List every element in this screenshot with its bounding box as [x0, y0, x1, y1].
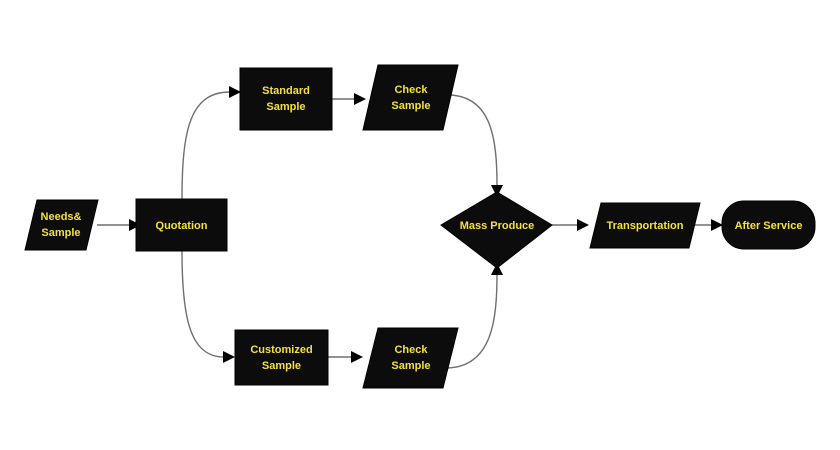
arrowhead-icon: [229, 86, 241, 98]
node-layer: Needs& Sample Quotation Standard Sample …: [24, 64, 816, 389]
edge-line: [181, 250, 225, 358]
edge-transportation-to-after-service: [692, 219, 723, 231]
arrowhead-icon: [223, 351, 235, 363]
node-check-sample-top[interactable]: Check Sample: [362, 64, 459, 131]
node-after-service[interactable]: After Service: [721, 200, 816, 250]
edge-needs-to-quotation: [97, 219, 141, 231]
arrowhead-icon: [491, 185, 503, 197]
edge-quotation-to-customized: [181, 250, 235, 363]
node-shape-rounded-rectangle: [721, 200, 816, 250]
edge-check-bottom-to-mass: [447, 263, 503, 369]
node-needs-sample[interactable]: Needs& Sample: [24, 199, 99, 251]
edge-standard-to-check-top: [332, 93, 366, 105]
node-quotation[interactable]: Quotation: [135, 198, 228, 252]
node-mass-produce[interactable]: Mass Produce: [440, 191, 553, 269]
arrowhead-icon: [354, 93, 366, 105]
node-shape-parallelogram: [24, 199, 99, 251]
arrowhead-icon: [577, 219, 589, 231]
node-shape-rectangle: [234, 329, 329, 386]
node-customized-sample[interactable]: Customized Sample: [234, 329, 329, 386]
arrowhead-icon: [491, 263, 503, 275]
node-shape-rectangle: [135, 198, 228, 252]
edge-layer: [97, 86, 723, 369]
node-transportation[interactable]: Transportation: [589, 202, 701, 249]
node-standard-sample[interactable]: Standard Sample: [239, 67, 333, 131]
node-shape-parallelogram: [589, 202, 701, 249]
edge-check-top-to-mass: [449, 94, 503, 197]
arrowhead-icon: [711, 219, 723, 231]
node-shape-rectangle: [239, 67, 333, 131]
edge-line: [447, 273, 498, 369]
node-check-sample-bottom[interactable]: Check Sample: [362, 327, 459, 389]
edge-mass-to-transportation: [550, 219, 589, 231]
edge-line: [449, 94, 498, 187]
edge-quotation-to-standard: [181, 86, 241, 200]
arrowhead-icon: [351, 351, 363, 363]
edge-line: [181, 91, 231, 200]
node-shape-parallelogram: [362, 327, 459, 389]
node-shape-parallelogram: [362, 64, 459, 131]
node-shape-diamond: [440, 191, 553, 269]
arrowhead-icon: [129, 219, 141, 231]
edge-customized-to-check-bottom: [328, 351, 363, 363]
